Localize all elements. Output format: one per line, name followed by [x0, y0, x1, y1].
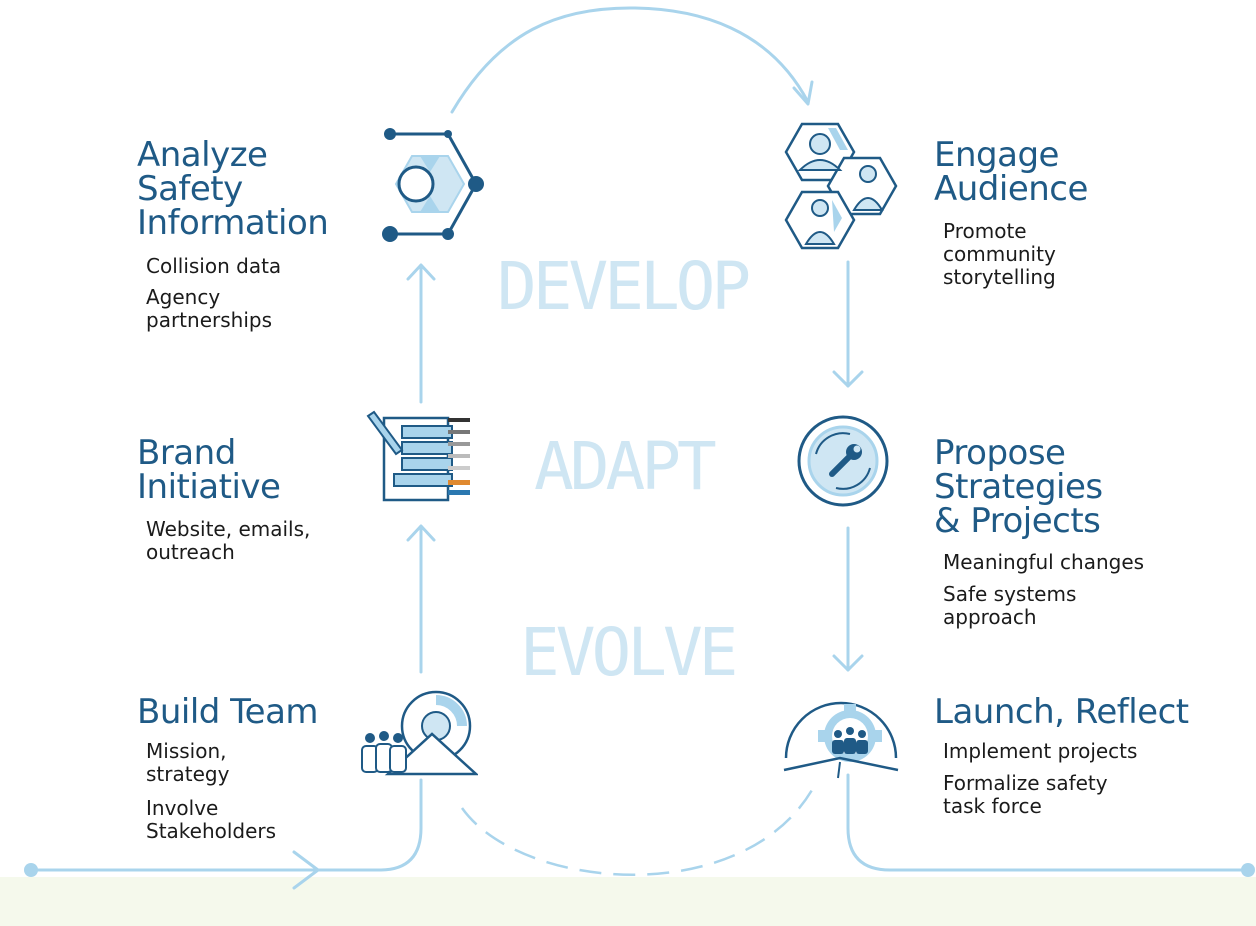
engage-title: Engage Audience — [934, 135, 1088, 209]
arrowhead-propose-to-launch — [832, 654, 864, 672]
analyze-title: Analyze Safety Information — [137, 135, 329, 243]
build-item-2: Involve Stakeholders — [146, 796, 277, 843]
people-hexagons-icon — [784, 122, 898, 250]
dashed-return-arc — [460, 789, 814, 876]
arrowhead-engage-to-propose — [832, 370, 864, 388]
evolve-word: EVOLVE — [520, 614, 738, 691]
entry-dot — [24, 863, 38, 877]
launch-item-1: Implement projects — [943, 739, 1138, 763]
arrowhead-brand-to-analyze — [406, 263, 436, 281]
data-network-hexagon-icon — [382, 128, 484, 242]
launch-item-2: Formalize safety task force — [943, 771, 1108, 818]
entry-arrowhead — [292, 850, 320, 890]
analyze-item-1: Collision data — [146, 254, 282, 278]
ground-band — [0, 877, 1256, 926]
arc-analyze-to-engage — [450, 6, 810, 114]
brand-title: Brand Initiative — [137, 433, 281, 507]
build-item-1: Mission, strategy — [146, 739, 230, 786]
team-target-icon — [361, 690, 478, 776]
engage-item-1: Promote community storytelling — [943, 219, 1056, 289]
propose-title: Propose Strategies & Projects — [934, 433, 1103, 541]
exit-path — [846, 773, 1250, 872]
arrowhead-arc — [792, 80, 814, 106]
build-title: Build Team — [137, 692, 319, 732]
develop-word: DEVELOP — [497, 248, 751, 325]
analyze-item-2: Agency partnerships — [146, 285, 272, 332]
arrowhead-build-to-brand — [406, 524, 436, 542]
team-gear-road-icon — [783, 701, 899, 779]
documents-pen-icon — [366, 410, 470, 502]
brand-item-1: Website, emails, outreach — [146, 517, 311, 564]
adapt-word: ADAPT — [534, 428, 717, 505]
entry-path — [29, 778, 423, 872]
wrench-cycle-icon — [797, 415, 889, 507]
launch-title: Launch, Reflect — [934, 692, 1189, 732]
propose-item-1: Meaningful changes — [943, 550, 1145, 574]
exit-dot — [1241, 863, 1255, 877]
propose-item-2: Safe systems approach — [943, 582, 1077, 629]
